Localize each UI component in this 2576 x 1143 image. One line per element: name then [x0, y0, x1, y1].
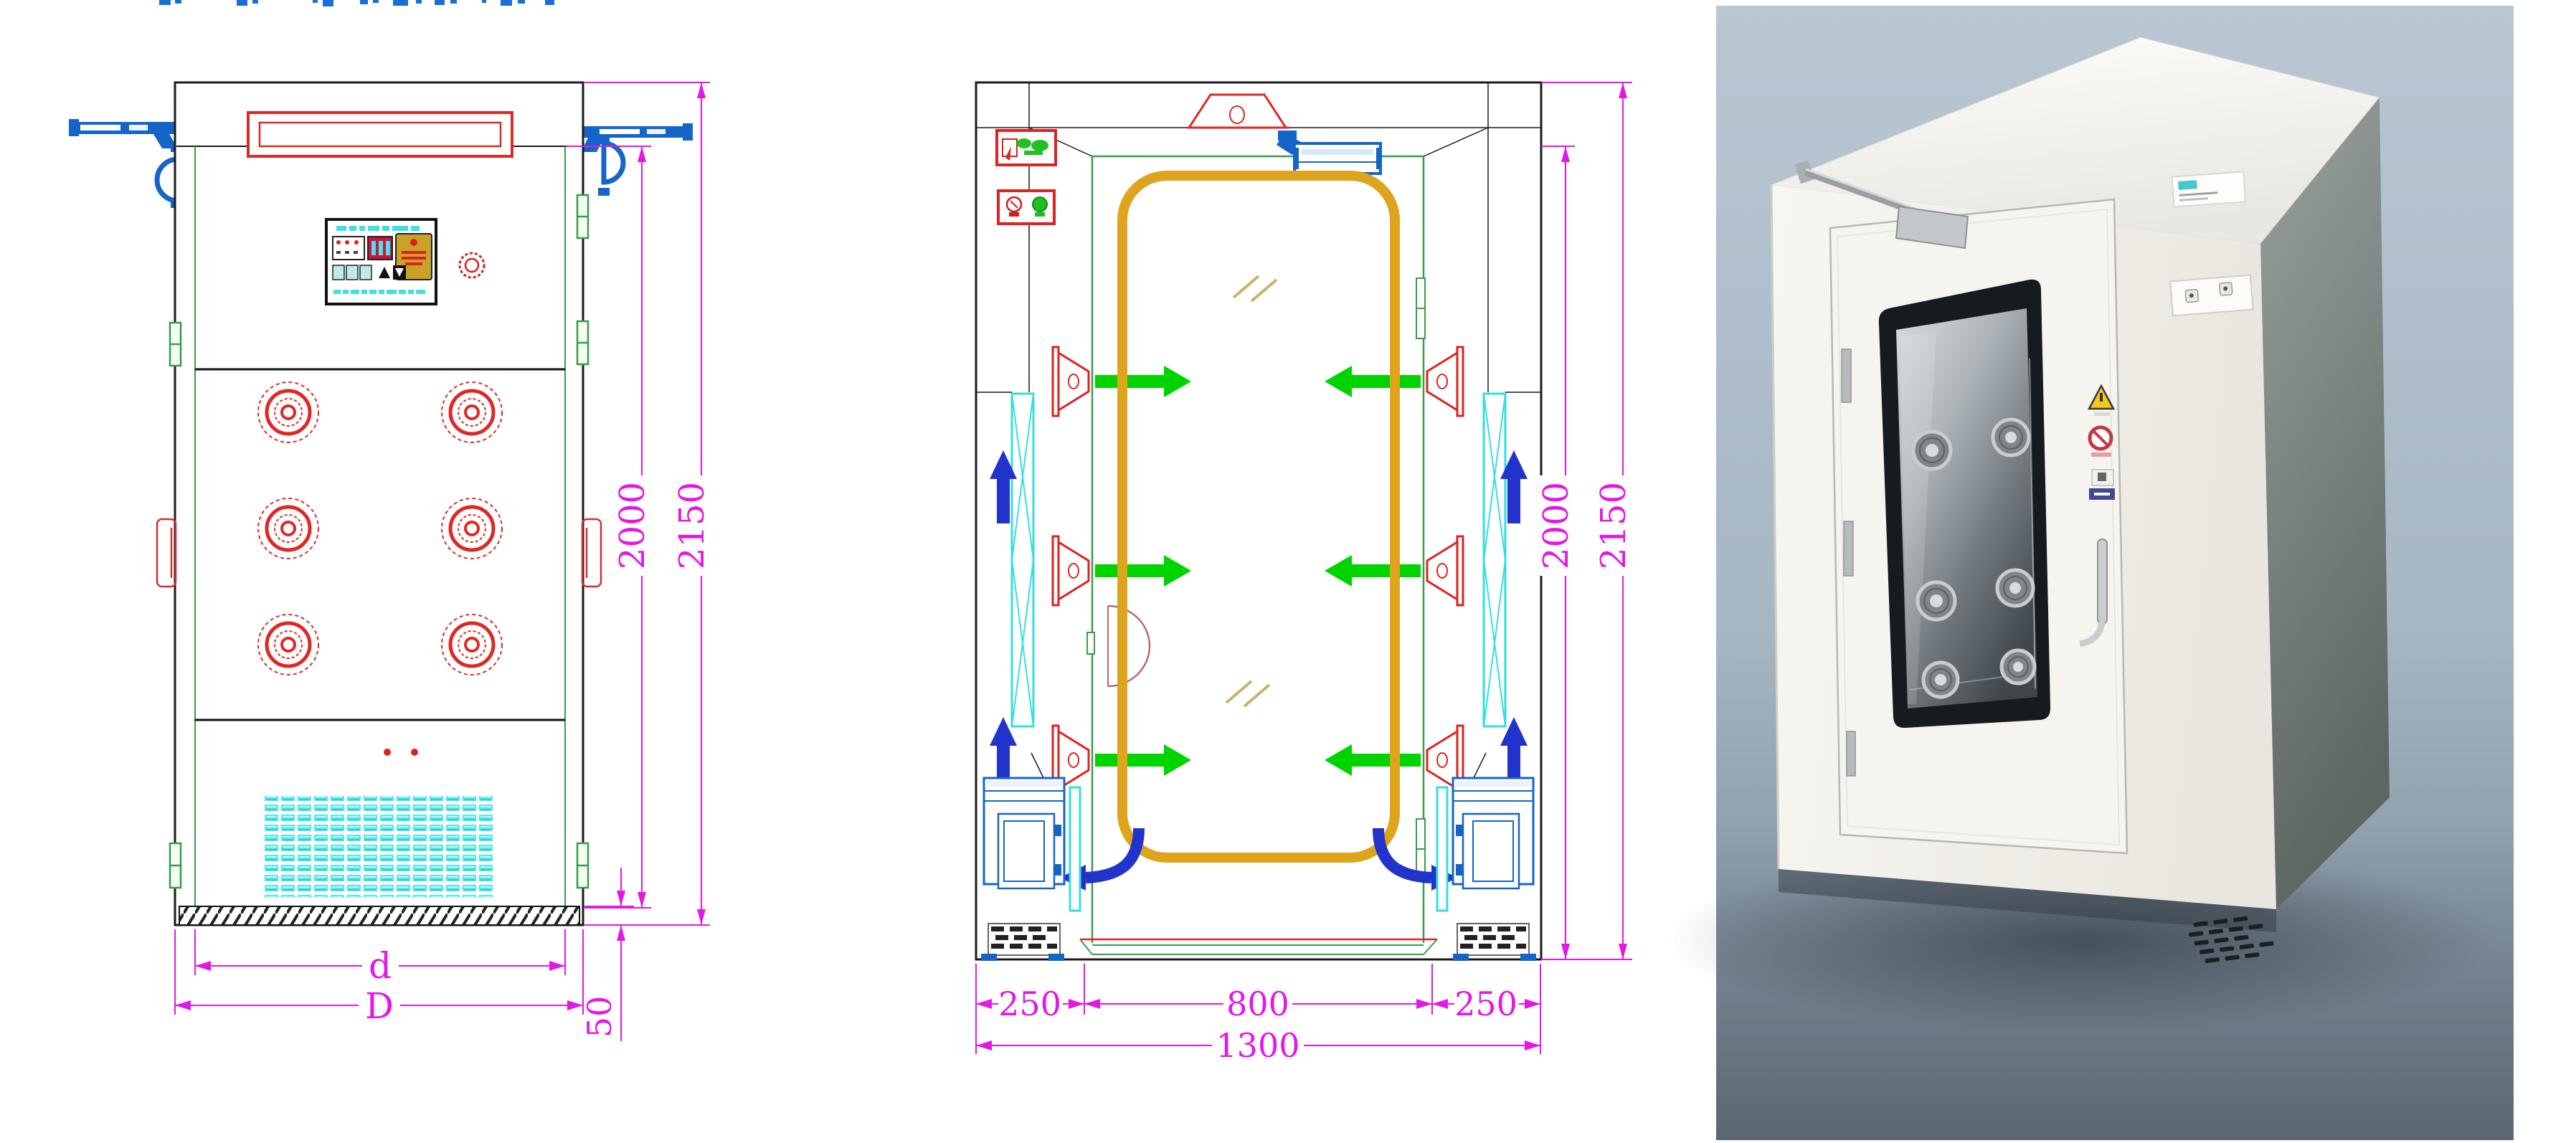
indicator-dot	[384, 749, 391, 756]
prohibition-sign-icon	[2088, 425, 2113, 457]
nozzle	[1921, 660, 1960, 699]
ceiling-lamp	[1187, 93, 1291, 129]
dim-door-height: 2000	[612, 482, 653, 569]
control-panel	[325, 218, 437, 305]
door-pull-handles	[156, 518, 602, 588]
panel-down-button-icon	[395, 268, 404, 277]
dim-left-side: 250	[998, 985, 1061, 1023]
interior-nozzles	[1911, 417, 2037, 699]
dim-total-height: 2150	[672, 482, 712, 569]
cabinet-base-shadow	[1779, 869, 2276, 932]
nozzle	[257, 614, 319, 675]
button-panel	[2169, 274, 2254, 317]
dim-inner-width: d	[369, 945, 392, 987]
clipped-blue-title-fragments	[159, 0, 554, 6]
dim-overall-width: 1300	[1216, 1026, 1299, 1065]
floor-lines	[1079, 939, 1438, 955]
panel-title-text	[336, 226, 420, 231]
panel-switch-block	[332, 236, 365, 260]
dim-door-height-section: 2000	[1536, 482, 1576, 569]
round-emblem-icon	[458, 252, 486, 279]
hinges	[169, 194, 589, 889]
blower-unit-right	[1436, 777, 1536, 961]
intake-grille	[262, 796, 496, 898]
product-photo	[1667, 6, 2514, 1140]
dim-chamber: 800	[1226, 985, 1289, 1023]
nozzle	[441, 614, 503, 675]
nozzle-cones-and-jets	[1051, 346, 1464, 796]
hatched-base-strip	[179, 906, 580, 926]
dim-base-height: 50	[580, 996, 619, 1038]
dim-right-side: 250	[1454, 985, 1517, 1023]
photo-door-handle	[2079, 539, 2108, 648]
ventilation-grilles	[2189, 916, 2274, 963]
panel-up-button-icon	[379, 267, 390, 278]
brand-label	[2171, 171, 2247, 208]
indicator-dot	[411, 749, 418, 756]
nozzle	[1999, 648, 2037, 686]
door-closer-right-icon	[581, 123, 693, 196]
section-drawing: 250 800 250 1300 2000 2150	[975, 81, 1634, 1065]
nozzle	[1911, 430, 1953, 471]
glass-marks	[1225, 275, 1278, 708]
front-elevation-drawing: d D 50 2000 2150	[69, 81, 712, 1041]
door-closer-section-icon	[1277, 131, 1382, 181]
photo-hinges	[1841, 348, 1856, 777]
jet-row	[1051, 346, 1464, 417]
photo-door-closer	[1794, 160, 1969, 250]
nozzle	[257, 498, 319, 559]
door-closer-left-icon	[69, 119, 182, 208]
glass-door-frame	[1117, 171, 1400, 863]
hepa-filters	[1010, 392, 1507, 728]
info-sign-icon	[2089, 469, 2115, 500]
panel-footer-text	[333, 290, 425, 294]
nozzle	[257, 381, 319, 443]
nozzle	[1991, 417, 2031, 457]
recirculation-arrows	[990, 450, 1528, 777]
dim-outer-width: D	[365, 985, 394, 1027]
lamp-indicator-box	[997, 189, 1056, 225]
warning-triangle-icon	[2087, 384, 2116, 416]
interlock-indicator-box	[995, 129, 1057, 166]
blower-unit-left	[981, 777, 1081, 961]
nozzle	[441, 381, 503, 443]
nozzle	[1916, 580, 1957, 622]
jet-row	[1051, 535, 1464, 607]
air-nozzles	[257, 381, 503, 675]
cabinet-side-face	[2260, 98, 2390, 909]
dim-total-height-section: 2150	[1594, 482, 1634, 569]
nozzle	[1995, 568, 2035, 608]
nozzle	[441, 498, 503, 559]
top-lamp	[247, 111, 513, 158]
